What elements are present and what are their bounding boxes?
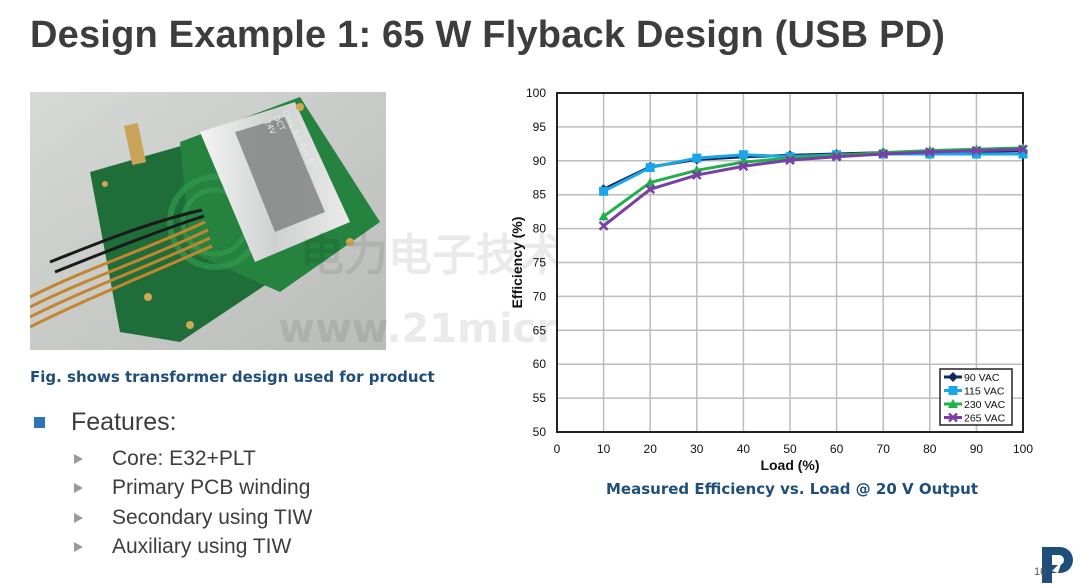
data-point xyxy=(971,145,982,156)
slide-title: Design Example 1: 65 W Flyback Design (U… xyxy=(30,14,946,56)
triangle-bullet-icon xyxy=(74,512,83,523)
x-tick-label: 70 xyxy=(877,442,891,456)
data-point xyxy=(738,150,748,160)
x-tick-label: 60 xyxy=(830,442,844,456)
legend-marker xyxy=(948,399,958,408)
x-tick-label: 30 xyxy=(690,442,704,456)
data-point xyxy=(738,161,749,172)
legend-label: 230 VAC xyxy=(964,399,1006,411)
features-heading: Features: xyxy=(34,408,177,437)
feature-core: Core: E32+PLT xyxy=(112,446,256,470)
data-point xyxy=(878,149,889,159)
power-integrations-logo-icon xyxy=(1042,547,1073,583)
legend-marker xyxy=(948,386,958,395)
y-tick-label: 60 xyxy=(533,357,547,371)
x-axis-label: Load (%) xyxy=(760,457,819,473)
y-axis-label: Efficiency (%) xyxy=(509,217,525,309)
x-tick-label: 90 xyxy=(970,442,984,456)
data-point xyxy=(645,184,656,195)
x-tick-label: 100 xyxy=(1013,442,1033,456)
data-point xyxy=(971,149,981,159)
data-point xyxy=(691,170,702,180)
legend-marker xyxy=(948,412,958,423)
efficiency-chart: 0 10 20 30 40 50 60 70 80 90 100 50 55 60 65 70 75 80 85 90… xyxy=(509,86,1033,473)
chart-caption: Measured Efficiency vs. Load @ 20 V Outp… xyxy=(606,480,979,498)
data-point xyxy=(924,147,935,157)
x-tick-label: 80 xyxy=(923,442,937,456)
transformer-photo-image: Octa-Ast Rev B OCT 24V xyxy=(30,92,386,350)
y-tick-label: 100 xyxy=(526,86,546,100)
data-point xyxy=(598,221,609,231)
y-tick-label: 90 xyxy=(533,154,547,168)
legend-label: 90 VAC xyxy=(964,372,1000,384)
list-item: Secondary using TIW xyxy=(74,503,312,533)
list-item: Primary PCB winding xyxy=(74,474,312,504)
legend-marker xyxy=(948,372,958,382)
y-tick-label: 85 xyxy=(533,188,547,202)
copper-tab xyxy=(123,122,147,166)
y-tick-label: 95 xyxy=(533,120,547,134)
data-point xyxy=(692,153,702,163)
x-tick-label: 40 xyxy=(737,442,751,456)
data-point xyxy=(785,155,795,166)
y-tick-label: 75 xyxy=(533,256,547,270)
y-tick-label: 65 xyxy=(533,323,547,337)
triangle-bullet-icon xyxy=(74,542,83,553)
y-tick-label: 55 xyxy=(533,391,547,405)
data-point xyxy=(645,177,656,187)
data-point xyxy=(645,163,655,173)
data-point xyxy=(598,211,609,221)
list-item: Core: E32+PLT xyxy=(74,444,312,474)
x-tick-label: 20 xyxy=(644,442,658,456)
x-tick-label: 10 xyxy=(597,442,611,456)
triangle-bullet-icon xyxy=(74,453,83,464)
list-item: Auxiliary using TIW xyxy=(74,533,312,563)
series-line-265-vac xyxy=(602,147,1024,228)
data-point xyxy=(599,186,609,196)
data-point xyxy=(831,151,842,162)
x-tick-label: 50 xyxy=(783,442,797,456)
feature-secondary: Secondary using TIW xyxy=(112,505,313,529)
feature-primary: Primary PCB winding xyxy=(112,476,311,500)
photo-caption: Fig. shows transformer design used for p… xyxy=(30,368,435,386)
features-list: Core: E32+PLT Primary PCB winding Second… xyxy=(74,444,312,562)
data-point xyxy=(1018,149,1028,159)
page-number: 10 xyxy=(1034,566,1047,578)
features-label: Features: xyxy=(71,408,177,436)
legend-label: 265 VAC xyxy=(964,413,1006,425)
feature-auxiliary: Auxiliary using TIW xyxy=(112,535,292,559)
x-tick-label: 0 xyxy=(554,442,561,456)
data-point xyxy=(1018,144,1028,155)
transformer-photo: Octa-Ast Rev B OCT 24V xyxy=(30,92,386,350)
y-tick-label: 70 xyxy=(533,289,547,303)
square-bullet-icon xyxy=(34,417,45,428)
triangle-bullet-icon xyxy=(74,483,83,494)
legend-label: 115 VAC xyxy=(964,386,1005,398)
y-tick-label: 80 xyxy=(533,222,547,236)
y-tick-label: 50 xyxy=(533,425,547,439)
plot-border xyxy=(556,92,1024,433)
